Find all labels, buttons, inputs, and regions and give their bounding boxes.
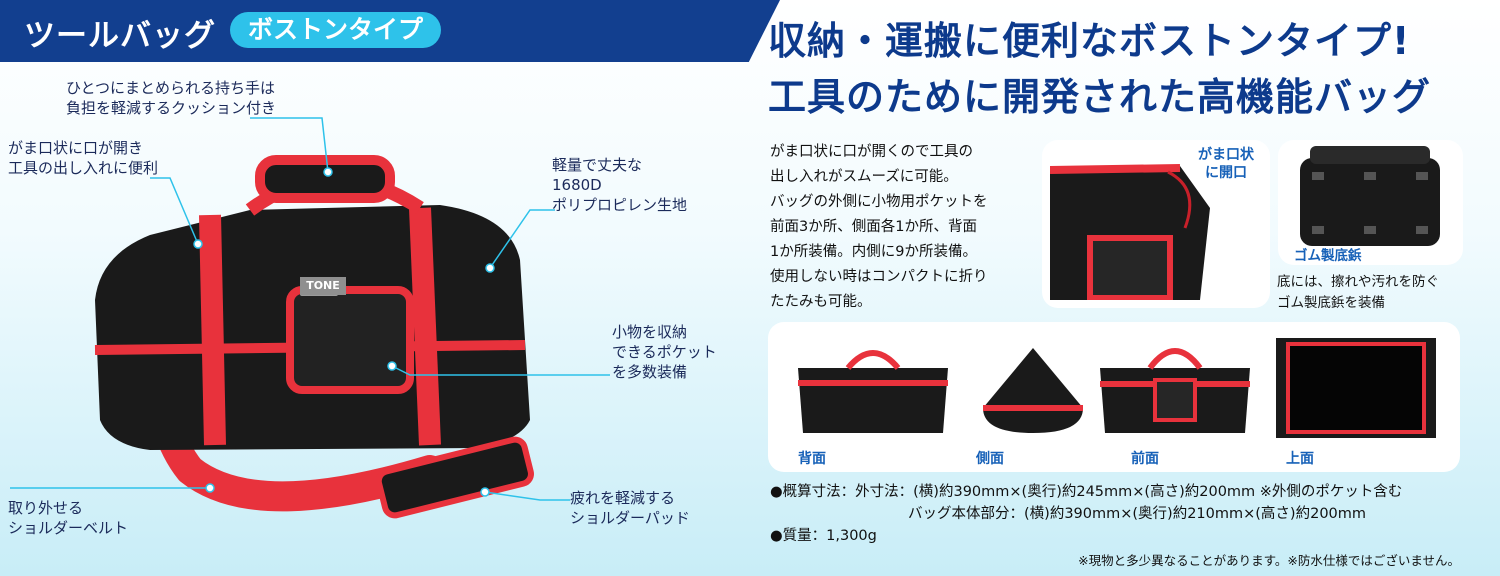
open-bag-photo bbox=[1050, 164, 1210, 300]
view-label-front: 前面 bbox=[1131, 451, 1159, 467]
view-label-side: 側面 bbox=[976, 451, 1004, 467]
spec-inner-dimensions: バッグ本体部分：(横)約390mm×(奥行)約210mm×(高さ)約200mm bbox=[908, 506, 1367, 522]
view-back-image bbox=[798, 350, 948, 433]
callout-pad: 疲れを軽減する ショルダーパッド bbox=[570, 489, 690, 527]
disclaimer-note: ※現物と多少異なることがあります。※防水仕様ではございません。 bbox=[1078, 553, 1460, 568]
bottom-photo-card bbox=[1278, 140, 1463, 265]
main-bag-illustration bbox=[10, 117, 610, 519]
view-label-top: 上面 bbox=[1286, 451, 1314, 467]
spec-dimensions: ●概算寸法：外寸法：(横)約390mm×(奥行)約245mm×(高さ)約200m… bbox=[770, 484, 1403, 500]
page-title: ツールバッグ bbox=[24, 18, 216, 54]
headline-line2: 工具のために開発された高機能バッグ bbox=[768, 75, 1432, 119]
open-photo-card bbox=[1042, 140, 1270, 308]
product-description: がま口状に口が開くので工具の 出し入れがスムーズに可能。 バッグの外側に小物用ポ… bbox=[770, 144, 988, 310]
view-label-back: 背面 bbox=[798, 451, 826, 467]
views-card: 背面 側面 前面 上面 bbox=[768, 322, 1460, 472]
bottom-bag-photo bbox=[1300, 146, 1440, 246]
brand-label: TONE bbox=[300, 277, 346, 295]
callout-handle: ひとつにまとめられる持ち手は 負担を軽減するクッション付き bbox=[66, 79, 277, 117]
open-photo-label: がま口状 に開口 bbox=[1198, 147, 1254, 181]
spec-weight: ●質量：1,300g bbox=[770, 528, 877, 544]
callout-belt: 取り外せる ショルダーベルト bbox=[8, 499, 129, 537]
view-side-image bbox=[983, 348, 1083, 433]
callout-fabric: 軽量で丈夫な 1680D ポリプロピレン生地 bbox=[552, 156, 688, 214]
headline-line1: 収納・運搬に便利なボストンタイプ! bbox=[768, 19, 1411, 63]
rubber-feet-label: ゴム製底鋲 bbox=[1294, 248, 1362, 264]
view-front-image bbox=[1100, 348, 1250, 433]
view-top-image bbox=[1276, 338, 1436, 438]
callout-mouth: がま口状に口が開き 工具の出し入れに便利 bbox=[8, 139, 159, 177]
type-badge: ボストンタイプ bbox=[230, 12, 442, 48]
callout-pocket: 小物を収納 できるポケット を多数装備 bbox=[612, 323, 717, 381]
rubber-feet-description: 底には、擦れや汚れを防ぐ ゴム製底鋲を装備 bbox=[1277, 274, 1439, 311]
